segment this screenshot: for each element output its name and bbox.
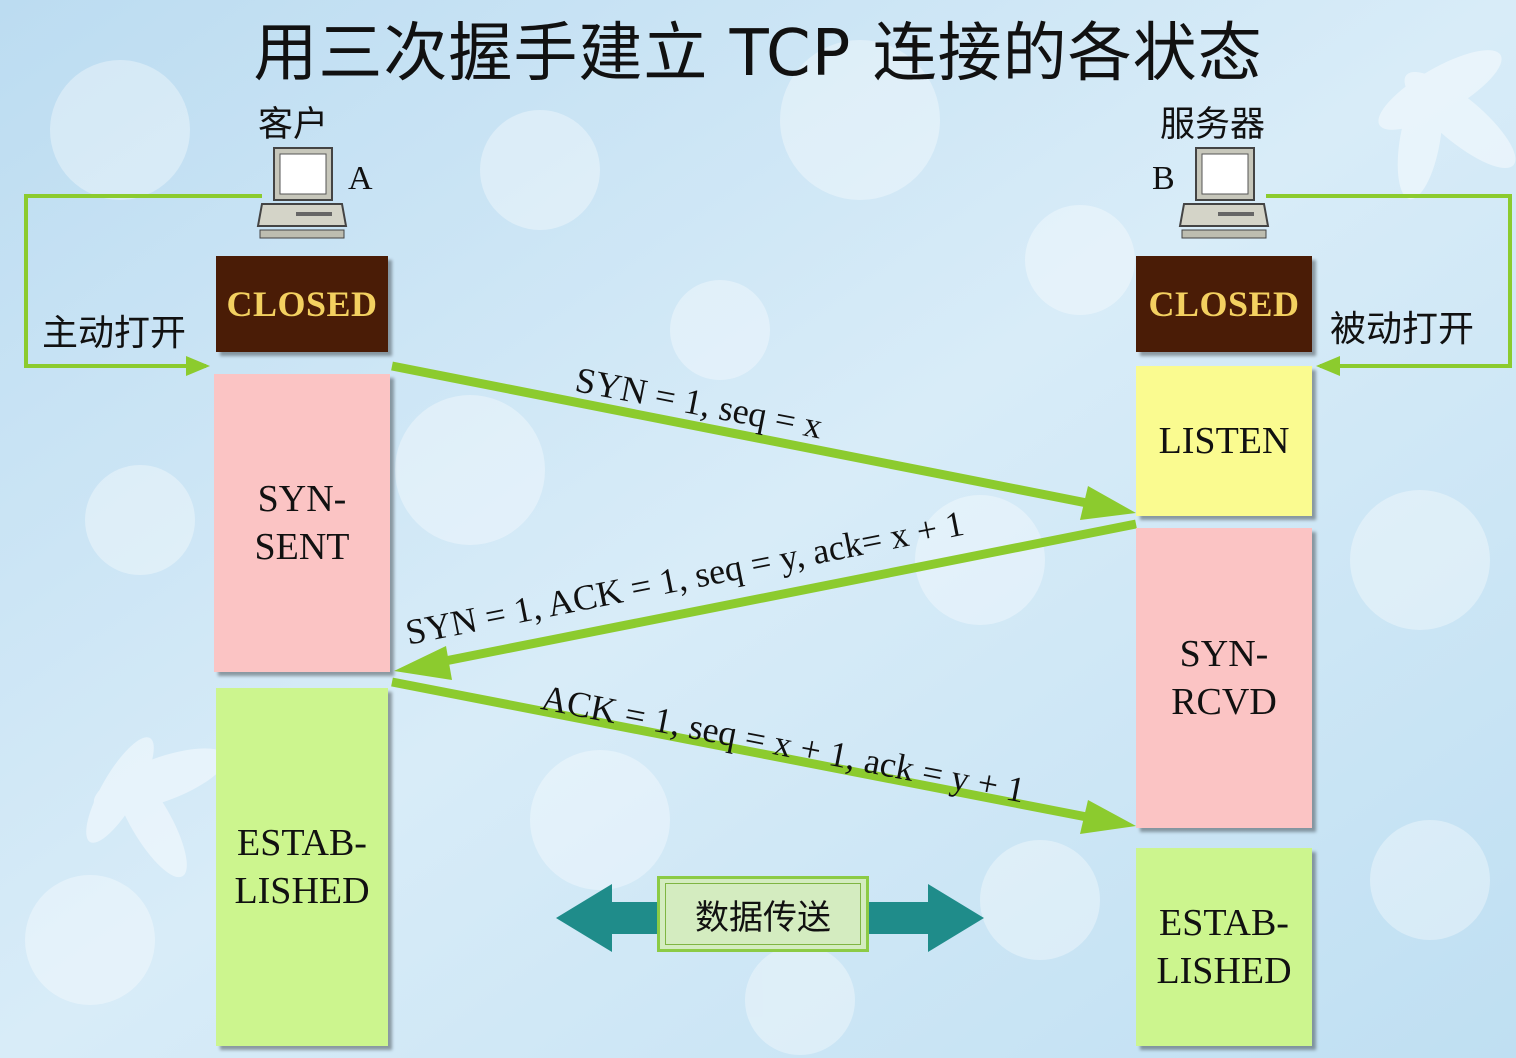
client-label: 客户 (258, 105, 329, 145)
client-active-open-loop (24, 194, 262, 368)
data-transfer-box: 数据传送 (657, 876, 869, 952)
client-letter: A (348, 160, 373, 197)
diagram-title: 用三次握手建立 TCP 连接的各状态 (253, 17, 1263, 91)
server-state-listen-label: LISTEN (1158, 420, 1290, 462)
client-state-syn-sent-line2: SENT (254, 526, 350, 568)
server-state-syn-rcvd: SYN- RCVD (1136, 528, 1312, 828)
data-transfer-right-arrow (866, 884, 984, 952)
client-state-established: ESTAB- LISHED (216, 688, 388, 1046)
client-active-open-arrowhead (186, 356, 210, 376)
server-passive-open-loop (1266, 194, 1512, 368)
server-state-established: ESTAB- LISHED (1136, 848, 1312, 1046)
server-state-syn-rcvd-line1: SYN- (1179, 633, 1269, 675)
client-state-closed: CLOSED (216, 256, 388, 352)
server-state-syn-rcvd-line2: RCVD (1171, 681, 1277, 723)
client-computer-icon (256, 147, 348, 239)
flower-decoration (86, 50, 1516, 878)
syn-ack-arrow (439, 519, 1137, 667)
client-state-established-line2: LISHED (234, 870, 370, 912)
syn-ack-arrowhead (394, 646, 452, 680)
client-state-closed-label: CLOSED (226, 284, 378, 324)
server-state-listen: LISTEN (1136, 366, 1312, 516)
server-state-established-line1: ESTAB- (1159, 902, 1289, 944)
ack-arrow (391, 677, 1093, 823)
server-passive-open-arrowhead (1316, 356, 1340, 376)
client-state-syn-sent: SYN- SENT (214, 374, 390, 672)
client-state-established-line1: ESTAB- (237, 822, 367, 864)
server-state-closed: CLOSED (1136, 256, 1312, 352)
data-transfer-left-arrow (556, 884, 660, 952)
ack-arrowhead (1080, 800, 1136, 834)
syn-arrow (391, 361, 1093, 509)
server-state-closed-label: CLOSED (1148, 284, 1300, 324)
data-transfer-label: 数据传送 (665, 883, 861, 945)
passive-open-label: 被动打开 (1330, 309, 1475, 350)
client-state-syn-sent-line1: SYN- (257, 478, 347, 520)
active-open-label: 主动打开 (42, 313, 187, 354)
server-label: 服务器 (1160, 105, 1266, 145)
server-letter: B (1152, 160, 1175, 197)
server-computer-icon (1178, 147, 1270, 239)
server-state-established-line2: LISHED (1156, 950, 1292, 992)
syn-arrowhead (1080, 486, 1136, 520)
